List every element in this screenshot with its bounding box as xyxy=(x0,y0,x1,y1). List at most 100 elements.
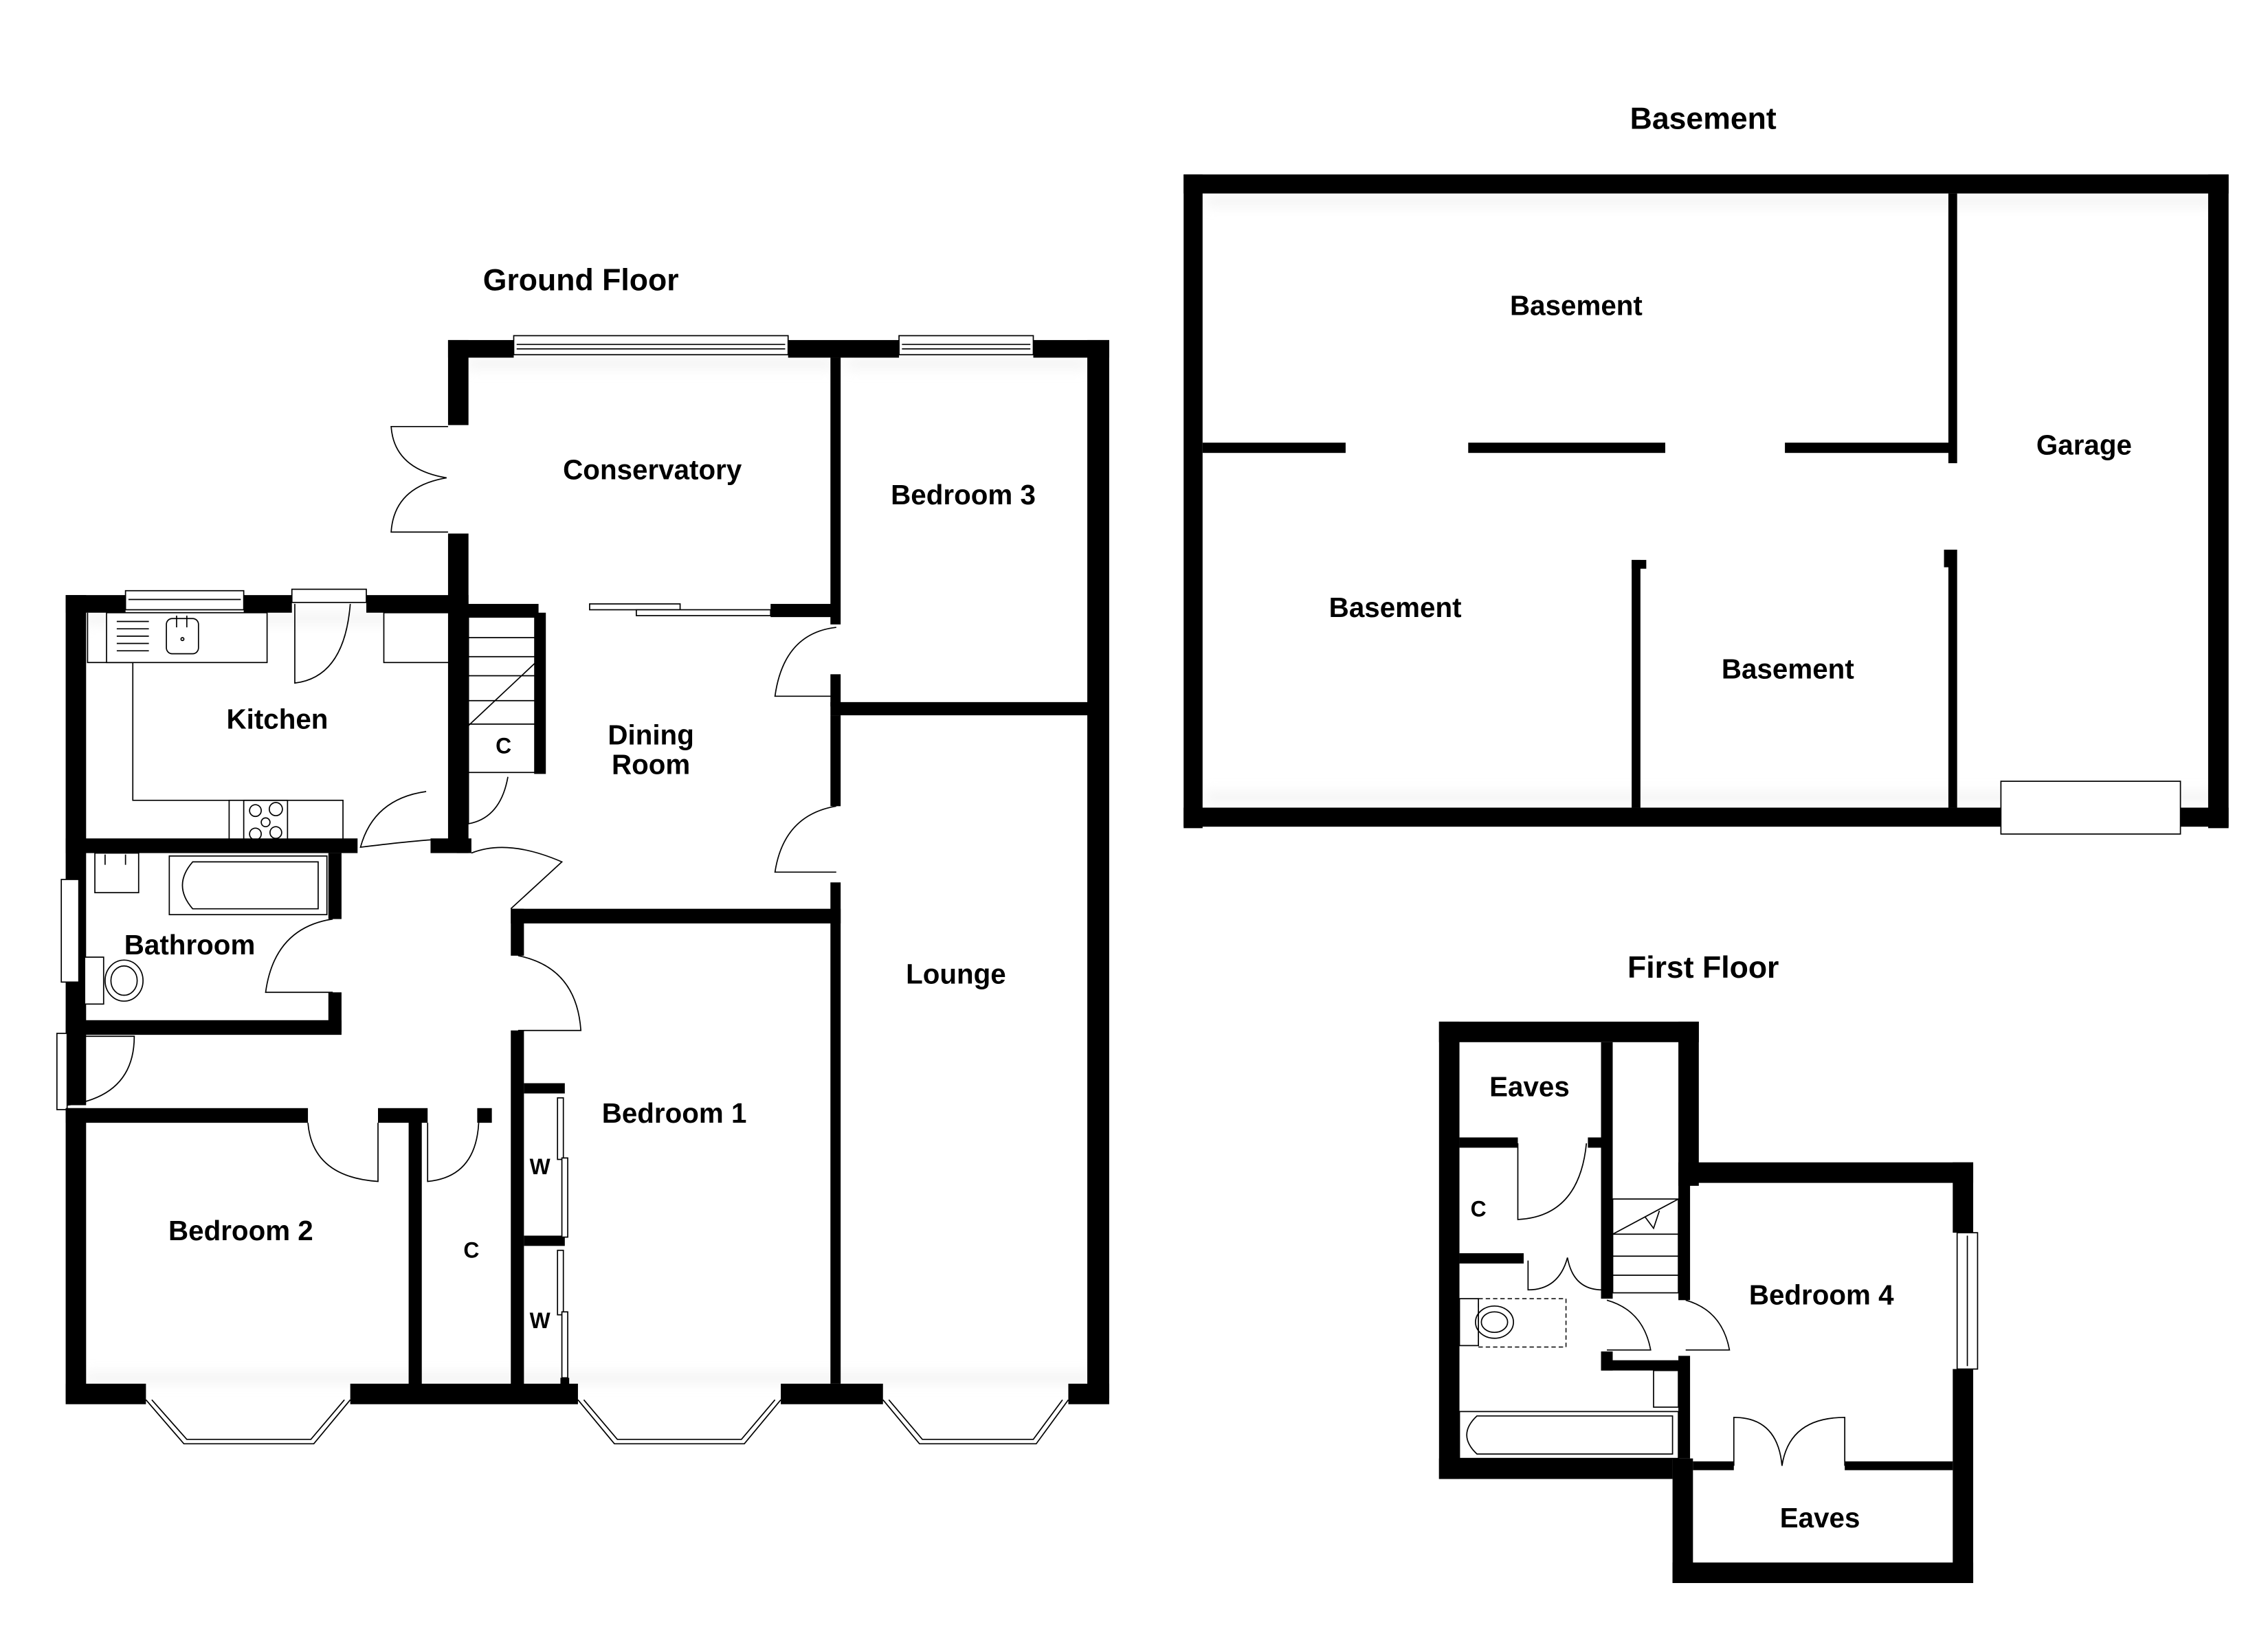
first-floor: First Floor xyxy=(1438,951,1979,1583)
bath xyxy=(168,855,328,916)
garage-door xyxy=(2000,781,2181,835)
wall xyxy=(1785,442,1953,453)
wall xyxy=(1944,550,1950,568)
door-eaves-top xyxy=(1517,1143,1588,1220)
window-bathroom xyxy=(60,879,80,983)
door-cupboard-first xyxy=(1527,1257,1603,1291)
room-label-garage: Garage xyxy=(2036,429,2132,460)
wall xyxy=(1183,807,2001,827)
window-kitchen xyxy=(124,590,245,611)
wall xyxy=(1588,1137,1605,1148)
wall xyxy=(830,715,841,807)
wall xyxy=(65,1108,309,1123)
wardrobe-label-1: W xyxy=(530,1154,551,1179)
room-label-dining-1: Dining xyxy=(608,719,693,751)
window-conservatory xyxy=(513,335,789,356)
wall xyxy=(534,612,546,774)
basement-title: Basement xyxy=(1630,102,1777,136)
wall xyxy=(1632,559,1647,569)
wall xyxy=(1632,559,1641,808)
door-cupboard-stairs xyxy=(467,772,509,824)
room-label-cupboard-stairs: C xyxy=(496,733,511,758)
wall xyxy=(65,1020,342,1035)
wall xyxy=(1202,442,1346,453)
door-kitchen-back xyxy=(291,588,367,684)
door-bedroom2 xyxy=(307,1123,379,1182)
room-label-conservatory: Conservatory xyxy=(563,454,742,486)
first-floor-title: First Floor xyxy=(1627,951,1779,985)
room-label-lounge: Lounge xyxy=(906,958,1006,989)
room-label-eaves-bottom: Eaves xyxy=(1780,1502,1860,1534)
wall xyxy=(447,339,514,358)
wall xyxy=(830,882,841,1384)
wall xyxy=(788,339,900,358)
wall xyxy=(1459,1137,1518,1148)
wardrobe-label-2: W xyxy=(530,1308,551,1333)
bathroom-fittings xyxy=(84,852,328,1005)
door-bathroom xyxy=(265,918,333,994)
room-label-bedroom3: Bedroom 3 xyxy=(891,479,1036,511)
room-label-eaves-top: Eaves xyxy=(1489,1071,1570,1103)
wall xyxy=(511,908,524,956)
wall xyxy=(1468,442,1665,453)
bay-window-lounge xyxy=(882,1399,1069,1445)
wall xyxy=(65,1383,146,1404)
wall xyxy=(1678,1182,1691,1301)
wall xyxy=(1183,174,2229,194)
wall xyxy=(1672,1458,1693,1583)
ground-floor: Ground Floor xyxy=(56,263,1109,1445)
wall xyxy=(1601,1360,1683,1371)
wall xyxy=(1087,339,1109,1399)
bay-window-bedroom1 xyxy=(577,1399,781,1445)
wall xyxy=(1948,193,1957,464)
room-label-basement-middle: Basement xyxy=(1722,653,1854,685)
wall xyxy=(511,908,841,923)
wall xyxy=(1693,1461,1734,1470)
wall xyxy=(456,838,471,853)
wall xyxy=(830,674,841,707)
wall xyxy=(350,1383,578,1404)
wall xyxy=(2180,807,2229,827)
wall xyxy=(770,603,835,618)
room-label-bathroom: Bathroom xyxy=(124,929,256,961)
room-label-cupboard-first: C xyxy=(1471,1197,1487,1222)
door-bedroom4 xyxy=(1685,1299,1731,1351)
wall xyxy=(65,838,358,853)
wall xyxy=(2208,174,2229,829)
wall xyxy=(366,595,469,613)
wall xyxy=(1845,1461,1953,1470)
wall xyxy=(477,1108,492,1123)
wall xyxy=(1948,550,1957,808)
wall xyxy=(447,612,469,840)
door-bathroom-first xyxy=(1606,1299,1652,1351)
wall xyxy=(1672,1562,1974,1583)
wall xyxy=(1459,1253,1524,1264)
wall xyxy=(1068,1383,1109,1404)
door-bedroom3 xyxy=(774,627,836,697)
room-label-dining-2: Room xyxy=(612,748,690,780)
wall xyxy=(1438,1021,1699,1042)
toilet-cistern xyxy=(84,956,104,1005)
door-lounge xyxy=(774,805,836,873)
worktop-corner xyxy=(383,612,458,664)
wall xyxy=(328,853,342,919)
wall xyxy=(781,1383,883,1404)
room-label-basement-top: Basement xyxy=(1510,290,1643,322)
ground-floor-title: Ground Floor xyxy=(483,263,679,297)
door-eaves-bottom-right xyxy=(1781,1417,1846,1466)
room-label-bedroom2: Bedroom 2 xyxy=(168,1215,313,1246)
room-label-cupboard-hall: C xyxy=(463,1237,479,1262)
door-bedroom1 xyxy=(518,955,582,1031)
wall xyxy=(408,1117,422,1387)
first-bathroom-fittings xyxy=(1458,1298,1679,1459)
wardrobes xyxy=(524,1083,570,1393)
room-label-basement-left: Basement xyxy=(1329,592,1462,623)
window-bedroom4 xyxy=(1956,1232,1979,1370)
wall xyxy=(1438,1458,1673,1479)
sink-icon xyxy=(116,616,199,655)
wall xyxy=(830,357,841,625)
wall xyxy=(1678,1021,1699,1186)
wall xyxy=(243,595,292,613)
wall xyxy=(65,595,126,613)
door-eaves-bottom-left xyxy=(1733,1417,1783,1466)
